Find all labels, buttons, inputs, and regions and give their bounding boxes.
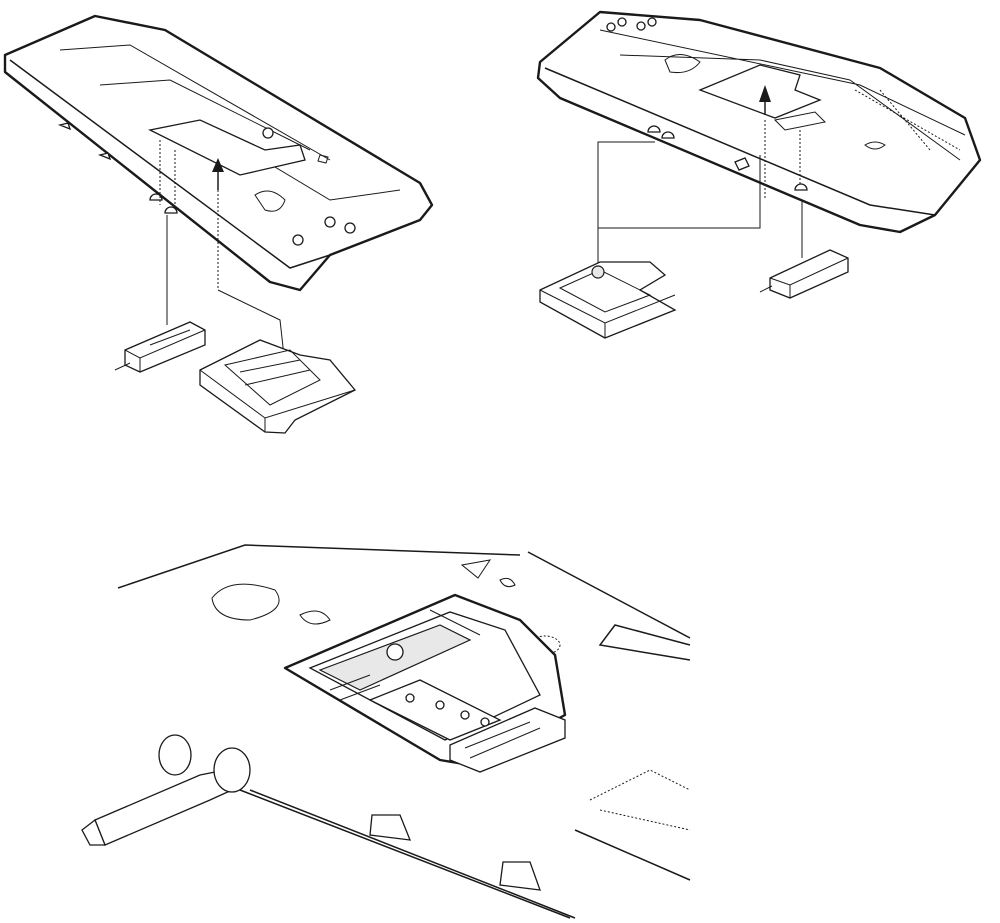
left-wing-fastener — [292, 234, 304, 246]
right-wing-bay-opening — [698, 64, 822, 119]
detail-cannon-barrel — [81, 734, 576, 919]
left-bay-insert-part — [199, 339, 357, 434]
right-wing-fastener — [606, 22, 616, 32]
right-wing-fastener — [636, 21, 646, 31]
left-wing-fastener — [324, 216, 336, 228]
left-guide-lines — [159, 140, 219, 290]
left-wing-access-panels — [254, 154, 329, 212]
detail-access-panels — [211, 559, 516, 625]
detail-fairing-2 — [499, 861, 541, 891]
detail-fairing-1 — [369, 814, 412, 841]
right-wing-panel — [536, 10, 982, 234]
left-wing-bay-opening — [148, 119, 306, 176]
left-wing-fastener — [344, 222, 356, 234]
right-leader-lines — [597, 141, 803, 270]
detail-dashed-lines — [589, 769, 691, 831]
right-bay-insert-part — [539, 261, 677, 339]
detail-round-panel — [529, 635, 561, 655]
detail-flap-edge — [598, 624, 691, 661]
right-wing-leading-edge — [537, 67, 936, 233]
right-small-part — [759, 249, 849, 299]
left-wing-exploded-view — [3, 14, 434, 434]
right-wing-panel-lines — [599, 29, 966, 161]
left-wing-fairings — [57, 122, 178, 214]
left-small-part — [114, 321, 206, 373]
right-arrow-head — [759, 85, 771, 102]
right-wing-fairings — [647, 125, 808, 191]
wing-bay-detail-view — [81, 544, 691, 919]
left-arrow-head — [212, 158, 224, 172]
right-wing-access-panels — [664, 54, 886, 150]
detail-small-bay — [449, 707, 566, 773]
right-wing-fastener — [617, 17, 627, 27]
right-wing-fastener — [647, 17, 657, 27]
detail-bay — [283, 593, 567, 773]
left-wing-fastener — [262, 127, 274, 139]
detail-wing-surface — [117, 544, 691, 919]
right-flap-dashes — [764, 89, 961, 200]
right-wing-exploded-view — [536, 10, 982, 339]
left-wing-leading-edge — [4, 59, 331, 283]
